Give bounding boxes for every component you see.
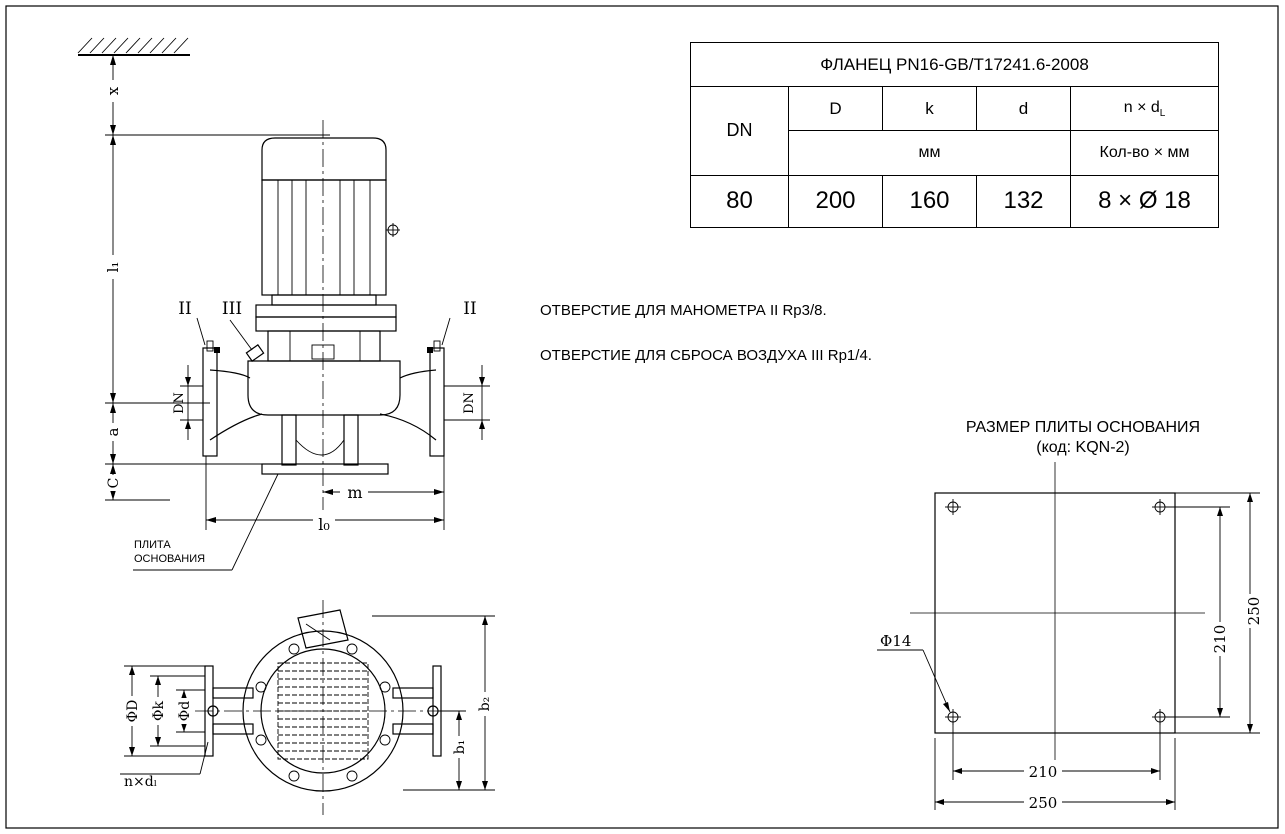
col-n-text: n × d <box>1123 98 1160 116</box>
hole-label: Φ14 <box>880 632 911 650</box>
row-d: 132 <box>976 174 1071 229</box>
fan-grille <box>277 662 369 760</box>
ceiling-hatch <box>77 37 189 54</box>
base-label-1: ПЛИТА <box>134 539 171 551</box>
baseplate-title: РАЗМЕР ПЛИТЫ ОСНОВАНИЯ <box>966 419 1200 436</box>
x-label: x <box>104 86 122 95</box>
port-ii-right-label: II <box>463 299 476 319</box>
col-dn: DN <box>690 86 789 176</box>
unit-mm: мм <box>788 130 1071 176</box>
port-ii-left-label: II <box>178 299 191 319</box>
col-n: n × dL <box>1069 86 1220 132</box>
c-label: C <box>106 478 122 489</box>
phi-D-label: ΦD <box>125 700 141 723</box>
baseplate-view: РАЗМЕР ПЛИТЫ ОСНОВАНИЯ (код: KQN-2) Φ14 … <box>877 419 1263 812</box>
port-iii-label: III <box>222 299 242 319</box>
row-k: 160 <box>882 174 977 229</box>
flange-table: ФЛАНЕЦ PN16-GB/T17241.6-2008 DN D k d n … <box>689 41 1220 229</box>
sheet-border <box>5 5 1279 829</box>
row-n: 8 × Ø 18 <box>1069 174 1220 229</box>
col-k: k <box>882 86 977 132</box>
col-n-sub: L <box>1159 107 1166 119</box>
note-air-hole: ОТВЕРСТИЕ ДЛЯ СБРОСА ВОЗДУХА III Rp1/4. <box>540 347 872 364</box>
col-d: d <box>976 86 1071 132</box>
unit-count: Кол-во × мм <box>1069 130 1220 176</box>
a-label: a <box>104 427 122 436</box>
table-title: ФЛАНЕЦ PN16-GB/T17241.6-2008 <box>689 41 1220 88</box>
top-view: ΦD Φk Φd n×dₗ b₂ b₁ <box>120 600 495 815</box>
dn-left-label: DN <box>172 392 187 414</box>
b2-label: b₂ <box>477 697 493 712</box>
dim-inner-h: 210 <box>1029 763 1058 781</box>
baseplate-code: (код: KQN-2) <box>1036 439 1130 456</box>
phi-d-label: Φd <box>177 701 193 721</box>
n-dl-label: n×dₗ <box>124 774 157 790</box>
b1-label: b₁ <box>452 740 468 755</box>
col-D: D <box>788 86 883 132</box>
dim-outer-v: 250 <box>1245 597 1263 626</box>
dim-outer-h: 250 <box>1029 794 1058 812</box>
front-view: x l₁ a C <box>77 37 490 571</box>
base-label-2: ОСНОВАНИЯ <box>134 553 205 565</box>
row-D: 200 <box>788 174 883 229</box>
dn-right-label: DN <box>462 392 477 414</box>
l1-label: l₁ <box>104 262 122 273</box>
l0-label: l₀ <box>318 515 330 534</box>
phi-k-label: Φk <box>151 701 167 721</box>
baseplate-holes <box>945 499 1168 725</box>
dim-inner-v: 210 <box>1211 625 1229 654</box>
note-gauge-hole: ОТВЕРСТИЕ ДЛЯ МАНОМЕТРА II Rp3/8. <box>540 302 827 319</box>
m-label: m <box>347 483 362 502</box>
row-dn: 80 <box>690 174 789 229</box>
